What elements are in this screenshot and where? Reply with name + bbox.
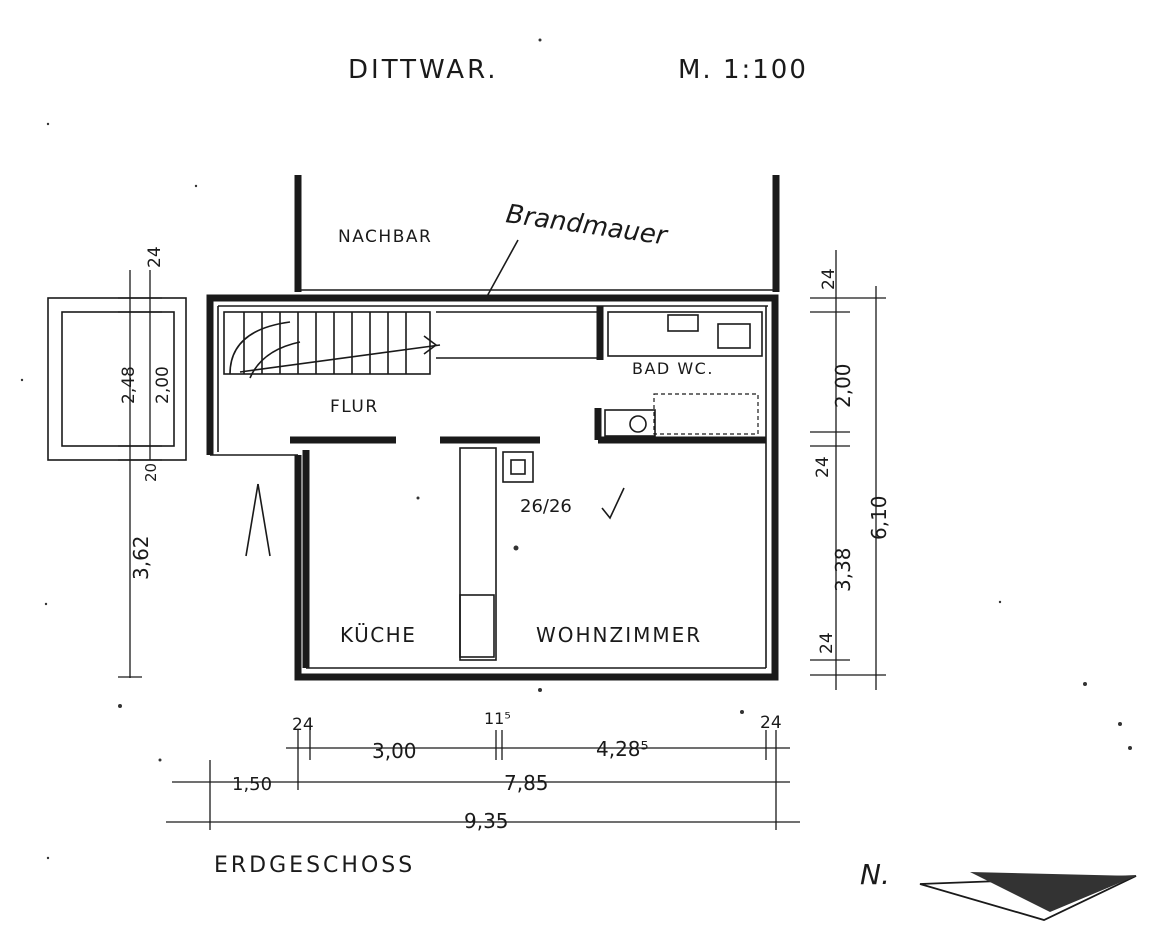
entrance-marker (245, 483, 271, 557)
living-label: WOHNZIMMER (536, 623, 702, 647)
floor-name: ERDGESCHOSS (214, 853, 415, 878)
bottom-dimension-chain (166, 730, 800, 830)
scale-label: M. 1:100 (678, 55, 808, 85)
dim-left-20: 20 (142, 463, 160, 482)
staircase (223, 311, 598, 379)
dim-right-338: 3,38 (831, 547, 855, 592)
chimney-label: 26/26 (520, 496, 572, 517)
right-dimension-chain (810, 250, 886, 690)
north-label: N. (860, 858, 890, 891)
dim-left-200: 2,00 (153, 366, 173, 404)
kitchen-label: KÜCHE (340, 623, 416, 647)
hall-label: FLUR (330, 397, 379, 417)
bath-label: BAD WC. (632, 359, 714, 378)
dim-bottom-300: 3,00 (372, 739, 417, 763)
dim-left-362: 3,62 (129, 535, 153, 580)
dim-right-24-mid: 24 (813, 456, 833, 478)
bath-fixtures (604, 311, 763, 437)
dim-right-top: 24 (819, 268, 839, 290)
dim-right-24-bot: 24 (817, 632, 837, 654)
north-arrow-icon (919, 872, 1137, 921)
dim-bottom-24-right: 24 (760, 713, 782, 733)
firewall-note: Brandmauer (504, 199, 671, 252)
dim-right-200: 2,00 (831, 363, 855, 408)
dim-bottom-115: 11⁵ (484, 709, 511, 728)
left-annex (47, 270, 187, 678)
dim-bottom-785: 7,85 (504, 771, 549, 795)
dim-bottom-24-left: 24 (292, 715, 314, 735)
check-mark-icon (601, 487, 625, 520)
firewall-pointer (484, 239, 519, 301)
scan-speckles (20, 38, 1132, 860)
dim-right-610: 6,10 (867, 495, 891, 540)
dim-left-248: 2,48 (119, 366, 139, 404)
dim-left-top: 24 (145, 246, 165, 268)
dim-bottom-935: 9,35 (464, 809, 509, 833)
dim-bottom-428: 4,28⁵ (596, 737, 649, 761)
neighbor-walls (294, 175, 780, 292)
place-title: DITTWAR. (348, 55, 498, 85)
interior-walls (290, 306, 766, 668)
neighbor-label: NACHBAR (338, 227, 432, 247)
dim-bottom-150: 1,50 (232, 774, 272, 795)
outer-walls (206, 294, 779, 681)
